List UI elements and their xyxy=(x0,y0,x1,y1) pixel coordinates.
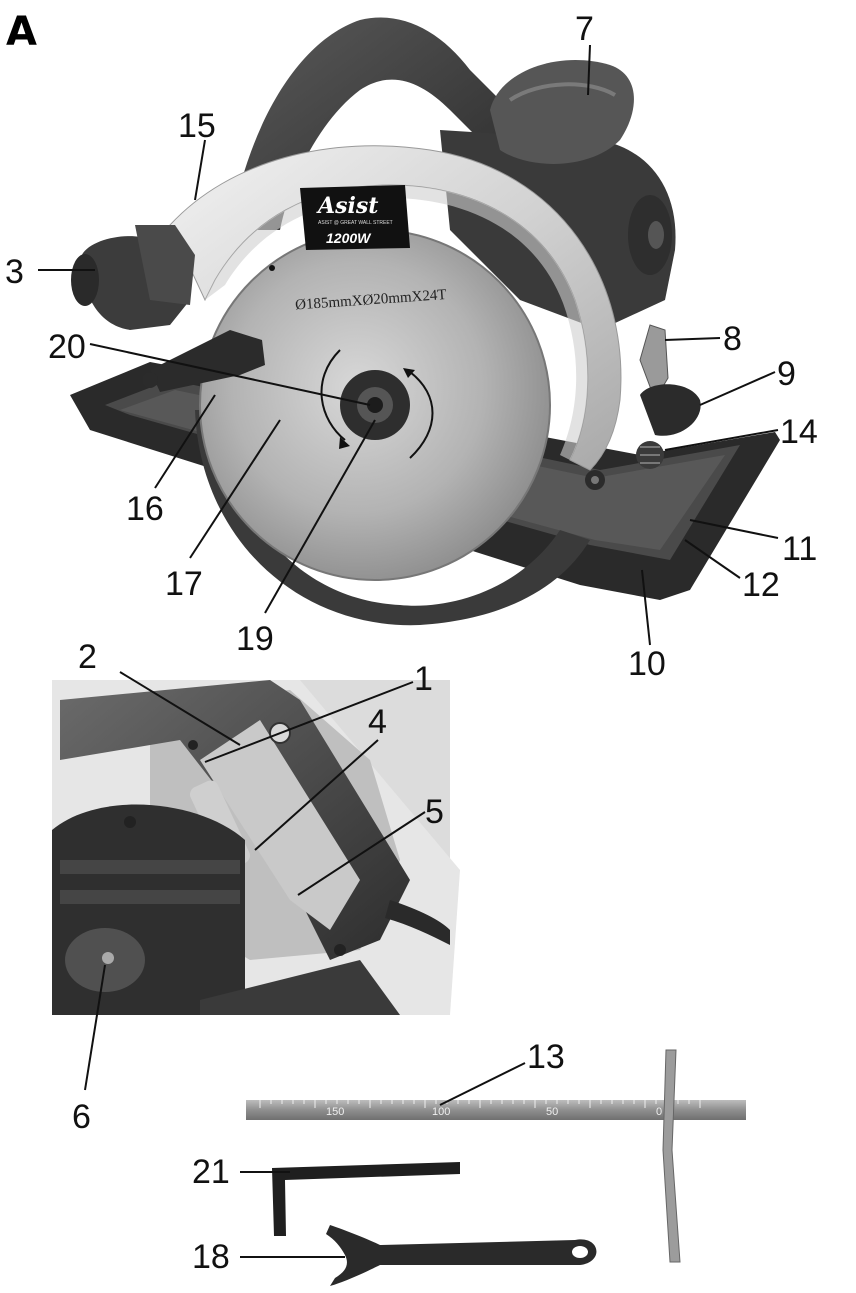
callout-1: 1 xyxy=(414,660,433,698)
lower-guard xyxy=(195,410,590,626)
brand-address: ASIST @ GREAT WALL STREET xyxy=(318,220,393,226)
callout-20: 20 xyxy=(48,328,86,366)
callout-16: 16 xyxy=(126,490,164,528)
figure-letter: A xyxy=(6,9,37,55)
leader-lines xyxy=(38,44,779,1258)
bevel-knob xyxy=(640,384,701,436)
callout-12: 12 xyxy=(742,566,780,604)
rotation-arrow-right xyxy=(409,371,434,459)
spanner xyxy=(326,1225,597,1286)
ruler-tick-150: 150 xyxy=(326,1106,344,1118)
callout-15: 15 xyxy=(178,107,216,145)
rear-handle xyxy=(230,17,520,230)
rotation-arrow-left xyxy=(320,349,346,441)
callout-2: 2 xyxy=(78,638,97,676)
callout-14: 14 xyxy=(780,413,818,451)
ruler-tick-50: 50 xyxy=(546,1106,558,1118)
callout-4: 4 xyxy=(368,703,387,741)
callout-5: 5 xyxy=(425,793,444,831)
hex-key xyxy=(272,1162,460,1236)
guide-ruler xyxy=(246,1100,746,1120)
brand-name: Asist xyxy=(316,193,378,219)
callout-17: 17 xyxy=(165,565,203,603)
callout-8: 8 xyxy=(723,320,742,358)
parallel-guide: 150 100 50 0 xyxy=(246,1049,746,1263)
blade-bolt xyxy=(367,397,383,413)
guide-fence xyxy=(662,1049,681,1263)
ruler-tick-100: 100 xyxy=(432,1106,450,1118)
callout-11: 11 xyxy=(782,530,817,568)
brand-power: 1200W xyxy=(326,230,372,246)
callout-13: 13 xyxy=(527,1038,565,1076)
guard-lever xyxy=(150,330,265,392)
callout-7: 7 xyxy=(575,10,594,48)
callout-21: 21 xyxy=(192,1153,230,1191)
saw-illustration: Ø185mmXØ20mmX24T Asist ASIST @ GREAT WAL… xyxy=(70,17,780,626)
callout-18: 18 xyxy=(192,1238,230,1276)
ruler-tick-0: 0 xyxy=(656,1106,662,1118)
brand-label: Asist ASIST @ GREAT WALL STREET 1200W xyxy=(300,185,410,250)
callout-19: 19 xyxy=(236,620,274,658)
callout-10: 10 xyxy=(628,645,666,683)
callout-3: 3 xyxy=(5,253,24,291)
handle-detail-photo xyxy=(52,680,460,1015)
callout-9: 9 xyxy=(777,355,796,393)
callout-numbers: 7 15 3 20 8 9 14 16 17 19 11 12 10 2 1 4… xyxy=(5,10,818,1276)
callout-6: 6 xyxy=(72,1098,91,1136)
